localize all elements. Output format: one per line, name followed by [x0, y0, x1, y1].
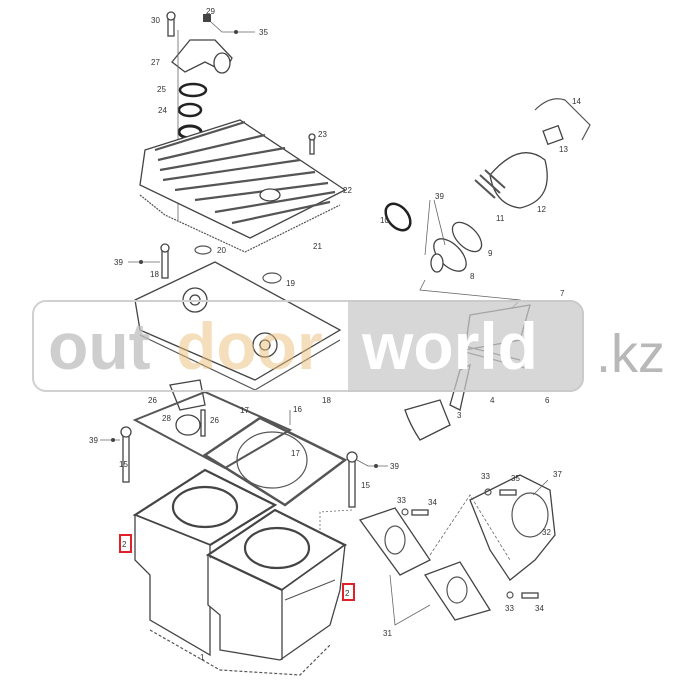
label-10: 10 [380, 216, 389, 225]
label-34: 34 [535, 604, 544, 613]
watermark-box [348, 300, 584, 392]
label-13: 13 [559, 145, 568, 154]
label-33: 33 [397, 496, 406, 505]
label-30: 30 [151, 16, 160, 25]
watermark-text-out: out [48, 309, 151, 383]
callout-2-left[interactable]: 2 [119, 534, 132, 553]
label-12: 12 [537, 205, 546, 214]
label-39: 39 [89, 436, 98, 445]
label-3: 3 [457, 411, 462, 420]
part-number-labels: 30 29 35 27 25 24 23 22 21 20 39 18 19 1… [89, 7, 581, 662]
label-37: 37 [553, 470, 562, 479]
label-1: 1 [200, 653, 205, 662]
label-11: 11 [496, 214, 505, 223]
label-33: 33 [481, 472, 490, 481]
svg-text:2: 2 [345, 589, 350, 598]
label-18: 18 [150, 270, 159, 279]
cylinder-left [132, 468, 278, 657]
watermark-text-kz: .kz [596, 324, 666, 384]
callout-2-right[interactable]: 2 [342, 583, 355, 601]
label-28: 28 [162, 414, 171, 423]
label-9: 9 [488, 249, 493, 258]
label-33: 33 [505, 604, 514, 613]
label-24: 24 [158, 106, 167, 115]
label-32: 32 [542, 528, 551, 537]
label-31: 31 [383, 629, 392, 638]
label-8: 8 [470, 272, 475, 281]
exhaust-flanges [358, 507, 492, 626]
svg-text:2: 2 [122, 540, 127, 549]
label-25: 25 [157, 85, 166, 94]
watermark-text-world: world [362, 309, 538, 383]
label-29: 29 [206, 7, 215, 16]
label-22: 22 [343, 186, 352, 195]
label-15: 15 [361, 481, 370, 490]
label-39: 39 [435, 192, 444, 201]
label-14: 14 [572, 97, 581, 106]
label-23: 23 [318, 130, 327, 139]
label-6: 6 [545, 396, 550, 405]
label-34: 34 [428, 498, 437, 507]
label-35: 35 [259, 28, 268, 37]
label-15: 15 [119, 460, 128, 469]
label-19: 19 [286, 279, 295, 288]
watermark-text-door: door [176, 309, 323, 383]
label-27: 27 [151, 58, 160, 67]
label-18: 18 [322, 396, 331, 405]
label-17: 17 [291, 449, 300, 458]
label-7: 7 [560, 289, 565, 298]
cylinder-head-cover [139, 119, 347, 253]
label-35: 35 [511, 474, 520, 483]
cylinder-right [205, 508, 348, 661]
label-26: 26 [148, 396, 157, 405]
label-17: 17 [240, 406, 249, 415]
label-26: 26 [210, 416, 219, 425]
label-39: 39 [114, 258, 123, 267]
label-21: 21 [313, 242, 322, 251]
label-39: 39 [390, 462, 399, 471]
thermostat-housing [166, 11, 255, 220]
head-gasket [202, 416, 348, 507]
label-20: 20 [217, 246, 226, 255]
label-4: 4 [490, 396, 495, 405]
label-16: 16 [293, 405, 302, 414]
